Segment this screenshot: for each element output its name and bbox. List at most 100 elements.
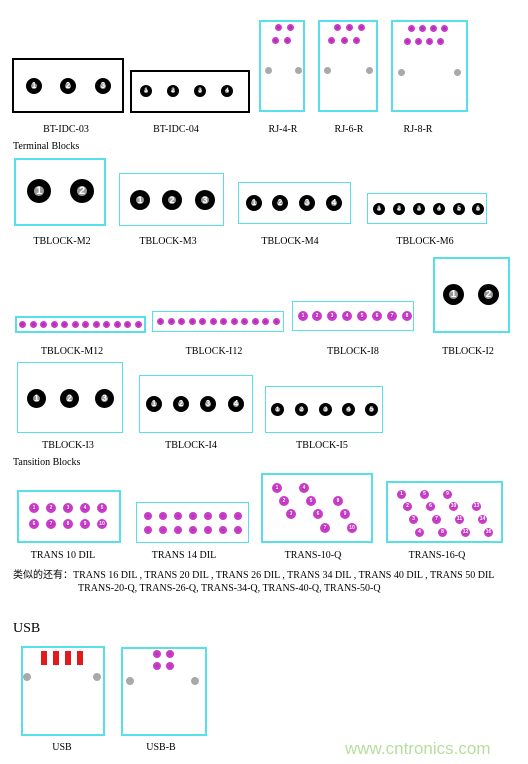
trans-14-dil-pin xyxy=(219,526,227,534)
trans-10-dil-pin: 4 xyxy=(80,503,90,513)
trans-14-dil-pin xyxy=(189,512,197,520)
tblock-i12-pin xyxy=(199,318,206,325)
usb-label: USB xyxy=(52,742,72,753)
trans-14-dil-pin xyxy=(144,512,152,520)
usb-mount-hole xyxy=(93,673,101,681)
rj-8-r-mount-hole xyxy=(454,69,461,76)
tblock-m12-pin xyxy=(82,321,89,328)
trans-10-q-pin: 7 xyxy=(320,523,330,533)
tblock-i8-pin: 5 xyxy=(357,311,367,321)
usb-outline xyxy=(21,646,105,736)
usb-b-pin xyxy=(153,650,161,658)
trans-14-dil-pin xyxy=(144,526,152,534)
tblock-m6-pin: 2 xyxy=(393,203,405,215)
bt-idc-03-label: BT-IDC-03 xyxy=(43,124,89,135)
trans-10-dil-pin: 7 xyxy=(46,519,56,529)
trans-16-q-pin: 1 xyxy=(397,490,406,499)
bt-idc-04-outline xyxy=(130,70,250,113)
tblock-i12-pin xyxy=(189,318,196,325)
trans-10-dil-pin: 5 xyxy=(97,503,107,513)
trans-10-dil-pin: 8 xyxy=(63,519,73,529)
rj-6-r-mount-hole xyxy=(324,67,331,74)
tblock-i12-pin xyxy=(157,318,164,325)
tblock-i8-pin: 4 xyxy=(342,311,352,321)
tblock-i5-pin: 2 xyxy=(295,403,308,416)
rj-8-r-pin xyxy=(415,38,422,45)
trans-10-q-pin: 8 xyxy=(333,496,343,506)
rj-6-r-pin xyxy=(334,24,341,31)
rj-4-r-pin xyxy=(287,24,294,31)
tblock-m3-pin: 1 xyxy=(130,190,150,210)
rj-8-r-pin xyxy=(437,38,444,45)
tblock-i5-outline xyxy=(265,386,383,433)
usb-pin xyxy=(77,651,83,665)
tblock-m12-pin xyxy=(103,321,110,328)
trans-16-q-pin: 10 xyxy=(449,502,458,511)
trans-10-q-outline xyxy=(261,473,373,543)
similar-note-line2: TRANS-20-Q, TRANS-26-Q, TRANS-34-Q, TRAN… xyxy=(78,583,381,594)
tblock-i12-label: TBLOCK-I12 xyxy=(185,346,243,357)
trans-14-dil-pin xyxy=(234,512,242,520)
tblock-m3-pin: 3 xyxy=(195,190,215,210)
tblock-i3-pin: 3 xyxy=(95,389,114,408)
trans-16-q-pin: 16 xyxy=(484,528,493,537)
usb-b-pin xyxy=(153,662,161,670)
tblock-i12-pin xyxy=(231,318,238,325)
bt-idc-03-pin: 3 xyxy=(95,78,111,94)
usb-pin xyxy=(41,651,47,665)
tblock-m3-outline xyxy=(119,173,224,226)
tblock-m12-pin xyxy=(114,321,121,328)
bt-idc-04-pin: 3 xyxy=(194,85,206,97)
trans-14-dil-pin xyxy=(189,526,197,534)
trans-10-dil-pin: 6 xyxy=(29,519,39,529)
usb-b-pin xyxy=(166,650,174,658)
rj-8-r-pin xyxy=(441,25,448,32)
trans-16-q-pin: 4 xyxy=(415,528,424,537)
tblock-i12-pin xyxy=(178,318,185,325)
rj-6-r-outline xyxy=(318,20,378,112)
tblock-i4-pin: 4 xyxy=(228,396,244,412)
trans-14-dil-pin xyxy=(159,512,167,520)
tblock-i4-pin: 1 xyxy=(146,396,162,412)
trans-14-dil-pin xyxy=(219,512,227,520)
trans-16-q-pin: 12 xyxy=(461,528,470,537)
watermark: www.cntronics.com xyxy=(345,739,491,758)
tblock-i8-pin: 6 xyxy=(372,311,382,321)
rj-8-r-pin xyxy=(404,38,411,45)
bt-idc-04-label: BT-IDC-04 xyxy=(153,124,199,135)
tblock-m12-label: TBLOCK-M12 xyxy=(40,346,104,357)
rj-4-r-mount-hole xyxy=(265,67,272,74)
tblock-i4-outline xyxy=(139,375,253,433)
tblock-i12-pin xyxy=(252,318,259,325)
tblock-i12-pin xyxy=(210,318,217,325)
tblock-m12-pin xyxy=(30,321,37,328)
rj-4-r-pin xyxy=(272,37,279,44)
tblock-i12-pin xyxy=(273,318,280,325)
tblock-i2-pin: 1 xyxy=(443,284,464,305)
rj-4-r-pin xyxy=(284,37,291,44)
tblock-i2-outline xyxy=(433,257,510,333)
tblock-i2-label: TBLOCK-I2 xyxy=(442,346,494,357)
trans-16-q-pin: 7 xyxy=(432,515,441,524)
tblock-m6-outline xyxy=(367,193,487,224)
tblock-i12-pin xyxy=(168,318,175,325)
similar-note-line1: 类似的还有：TRANS 16 DIL , TRANS 20 DIL , TRAN… xyxy=(13,570,495,581)
rj-8-r-pin xyxy=(419,25,426,32)
trans-16-q-pin: 14 xyxy=(478,515,487,524)
rj-4-r-outline xyxy=(259,20,305,112)
rj-6-r-pin xyxy=(341,37,348,44)
trans-10-q-pin: 10 xyxy=(347,523,357,533)
trans-16-q-pin: 8 xyxy=(438,528,447,537)
trans-10-q-pin: 6 xyxy=(313,509,323,519)
bt-idc-03-pin: 1 xyxy=(26,78,42,94)
section-title-usb: USB xyxy=(13,621,41,636)
rj-6-r-mount-hole xyxy=(366,67,373,74)
bt-idc-04-pin: 1 xyxy=(140,85,152,97)
rj-8-r-pin xyxy=(408,25,415,32)
tblock-m2-pin: 1 xyxy=(27,179,51,203)
tblock-m6-pin: 5 xyxy=(453,203,465,215)
bt-idc-03-outline xyxy=(12,58,124,113)
usb-b-mount-hole xyxy=(191,677,199,685)
tblock-i5-pin: 4 xyxy=(342,403,355,416)
trans-16-q-pin: 13 xyxy=(472,502,481,511)
